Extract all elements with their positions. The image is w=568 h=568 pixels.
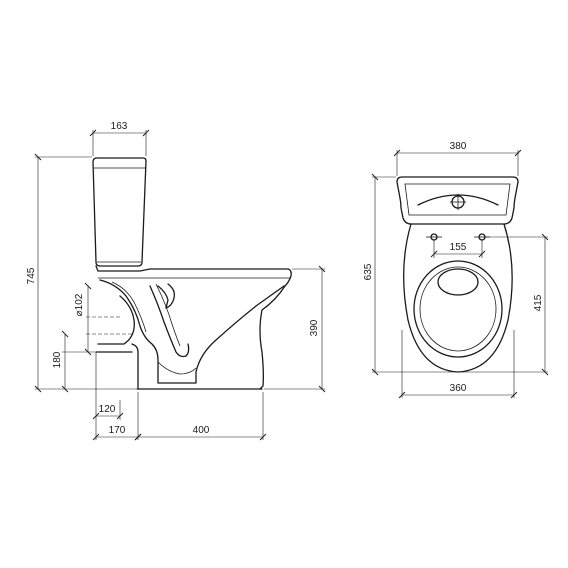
bowl-well — [157, 283, 176, 309]
label-bolt-spacing: 155 — [450, 242, 467, 253]
bowl-front — [259, 285, 286, 390]
outlet-inner — [111, 281, 147, 333]
label-total-height: 745 — [26, 267, 37, 284]
label-bowl-width: 360 — [450, 383, 467, 394]
label-total-depth: 635 — [363, 263, 374, 280]
cistern-tank — [92, 157, 147, 267]
pedestal-base — [131, 343, 139, 390]
top-view: 380 635 155 415 360 — [363, 141, 549, 399]
bowl-rim — [95, 265, 292, 287]
outlet-upper — [99, 279, 285, 384]
seat-opening — [413, 260, 503, 358]
label-rear-distance: 170 — [109, 425, 126, 436]
label-outlet-offset: 120 — [99, 404, 116, 415]
seat-inner — [419, 266, 497, 352]
bowl-outline — [403, 223, 513, 373]
trap-channel-inner — [155, 283, 181, 347]
label-outlet-diameter: ⌀102 — [74, 293, 85, 316]
label-bowl-length: 400 — [193, 425, 210, 436]
label-tank-depth: 163 — [111, 121, 128, 132]
side-view: 163 745 ⌀102 180 390 120 170 400 — [26, 121, 326, 441]
bowl-well-top — [437, 268, 479, 296]
trap-channel — [149, 285, 190, 358]
trap-lower — [157, 361, 197, 375]
tank-inner — [404, 183, 511, 216]
siphon-outline — [97, 295, 135, 345]
label-bowl-depth: 415 — [533, 294, 544, 311]
label-seat-height: 390 — [309, 319, 320, 336]
label-tank-width: 380 — [450, 141, 467, 152]
label-outlet-height: 180 — [52, 351, 63, 368]
